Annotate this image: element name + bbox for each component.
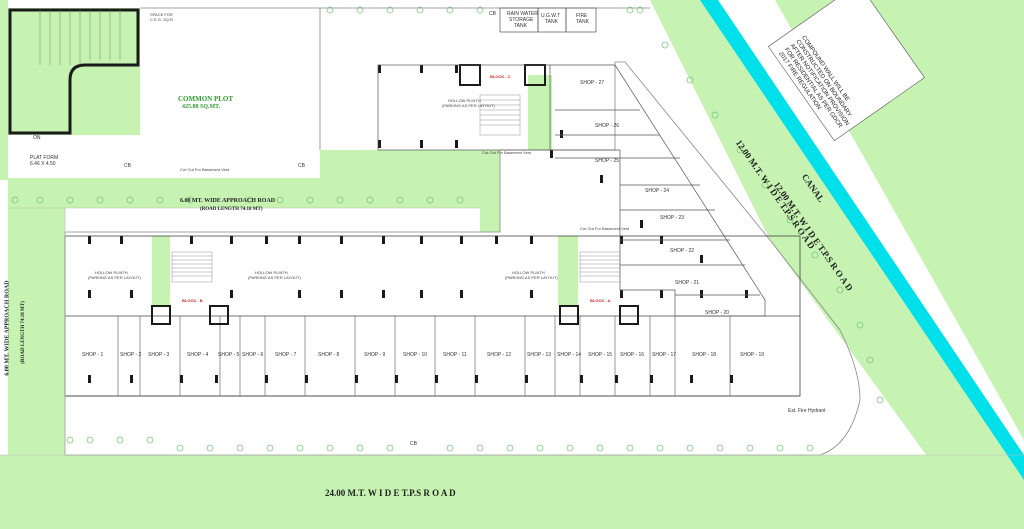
- block-c-outline: [377, 64, 766, 317]
- shop-label: SHOP - 4: [187, 352, 209, 358]
- shop-label: SHOP - 19: [740, 352, 765, 358]
- shop-label: SHOP - 1: [82, 352, 104, 358]
- block-b-label: BLOCK - B: [182, 298, 203, 303]
- on-label: ON: [33, 135, 41, 141]
- corner-block: [8, 8, 140, 135]
- fire-hydrant-label: Ext. Fire Hydrant: [788, 408, 826, 414]
- corner-stair: [39, 10, 121, 65]
- shop-label: SHOP - 3: [148, 352, 170, 358]
- parking-b2: (PARKING AS PER LAYOUT): [248, 275, 301, 280]
- shop-label: SHOP - 26: [595, 123, 620, 129]
- space-for-label: SPACE FOR: [150, 12, 173, 17]
- cb-mid-label: CB: [298, 163, 305, 169]
- ceg-label: C.E.G. SQ.R: [150, 17, 173, 22]
- approach-road-left-length: (ROAD LENGTH 74.18 MT): [20, 301, 26, 364]
- shop-label: SHOP - 11: [443, 352, 467, 358]
- block-a-label: BLOCK - A: [590, 298, 611, 303]
- shop-label: SHOP - 22: [670, 248, 695, 254]
- cb-left-label: CB: [124, 163, 131, 169]
- shop-label: SHOP - 7: [275, 352, 297, 358]
- shop-label: SHOP - 23: [660, 215, 685, 221]
- shop-label: SHOP - 14: [557, 352, 582, 358]
- platform-label: PLAT FORM: [30, 155, 59, 161]
- cut-out-note-3: Cut Out For Basement Vent: [482, 150, 532, 155]
- common-plot-label: COMMON PLOT: [178, 95, 234, 103]
- shop-label: SHOP - 20: [705, 310, 730, 316]
- shop-label: SHOP - 5: [218, 352, 240, 358]
- tanks: [499, 7, 597, 33]
- approach-road-top-label: 6.00 MT. WIDE APPROACH ROAD: [180, 198, 276, 204]
- shop-label: SHOP - 21: [675, 280, 700, 286]
- hollow-plinth-a: HOLLOW PLINTH: [512, 270, 545, 275]
- shop-label: SHOP - 27: [580, 80, 605, 86]
- hollow-plinth-c: HOLLOW PLINTH: [448, 98, 481, 103]
- cb-top-label: CB: [489, 11, 496, 17]
- ugwt-label: U.G.W.T: [541, 13, 561, 19]
- shop-label: SHOP - 18: [692, 352, 717, 358]
- trees: [11, 6, 884, 452]
- shop-label: SHOP - 10: [403, 352, 428, 358]
- columns: [88, 65, 748, 383]
- shop-label: SHOP - 24: [645, 188, 670, 194]
- storage-label: STORAGE: [509, 17, 534, 23]
- parking-b1: (PARKING AS PER LAYOUT): [88, 275, 141, 280]
- shop-label: SHOP - 15: [588, 352, 613, 358]
- shop-label: SHOP - 9: [364, 352, 386, 358]
- fire-tank-label: TANK: [576, 19, 589, 25]
- cb-bottom-label: CB: [410, 441, 417, 447]
- block-c-label: BLOCK - C: [490, 74, 511, 79]
- fire-label: FIRE: [576, 13, 588, 19]
- shop-dividers: [117, 316, 731, 396]
- ugwt-tank-label: TANK: [545, 19, 558, 25]
- common-plot-area: 425.88 SQ.MT.: [182, 104, 221, 110]
- parking-c: (PARKING AS PER LAYOUT): [442, 103, 495, 108]
- canal-strip: [700, 0, 1024, 480]
- cut-out-note-2: Cut Out For Basement Vent: [580, 226, 630, 231]
- platform-size: 6.46 X 4.50: [30, 161, 56, 167]
- hollow-plinth-b2: HOLLOW PLINTH: [255, 270, 288, 275]
- shop-label: SHOP - 8: [318, 352, 340, 358]
- stairs: [171, 94, 621, 283]
- road-lines: [0, 207, 1024, 456]
- shop-label: SHOP - 12: [487, 352, 512, 358]
- shop-label: SHOP - 16: [620, 352, 645, 358]
- shop-label: SHOP - 25: [595, 158, 620, 164]
- approach-road-left-label: 6.00 MT. WIDE APPROACH ROAD: [4, 280, 11, 376]
- hollow-plinth-b1: HOLLOW PLINTH: [95, 270, 128, 275]
- shop-label: SHOP - 2: [120, 352, 142, 358]
- shop-label: SHOP - 13: [527, 352, 552, 358]
- note-box: [767, 0, 925, 142]
- shop-label: SHOP - 6: [242, 352, 264, 358]
- parking-a: (PARKING AS PER LAYOUT): [505, 275, 558, 280]
- cut-out-note-1: Cut Out For Basement Vent: [180, 167, 230, 172]
- shop-label: SHOP - 17: [652, 352, 677, 358]
- road-bottom-label: 24.00 M.T. W I D E T.P.S R O A D: [325, 488, 456, 498]
- approach-road-top-length: (ROAD LENGTH 74.18 MT): [200, 207, 263, 212]
- rain-water-label: RAIN WATER: [507, 11, 538, 17]
- storage-tank-label: TANK: [514, 23, 527, 29]
